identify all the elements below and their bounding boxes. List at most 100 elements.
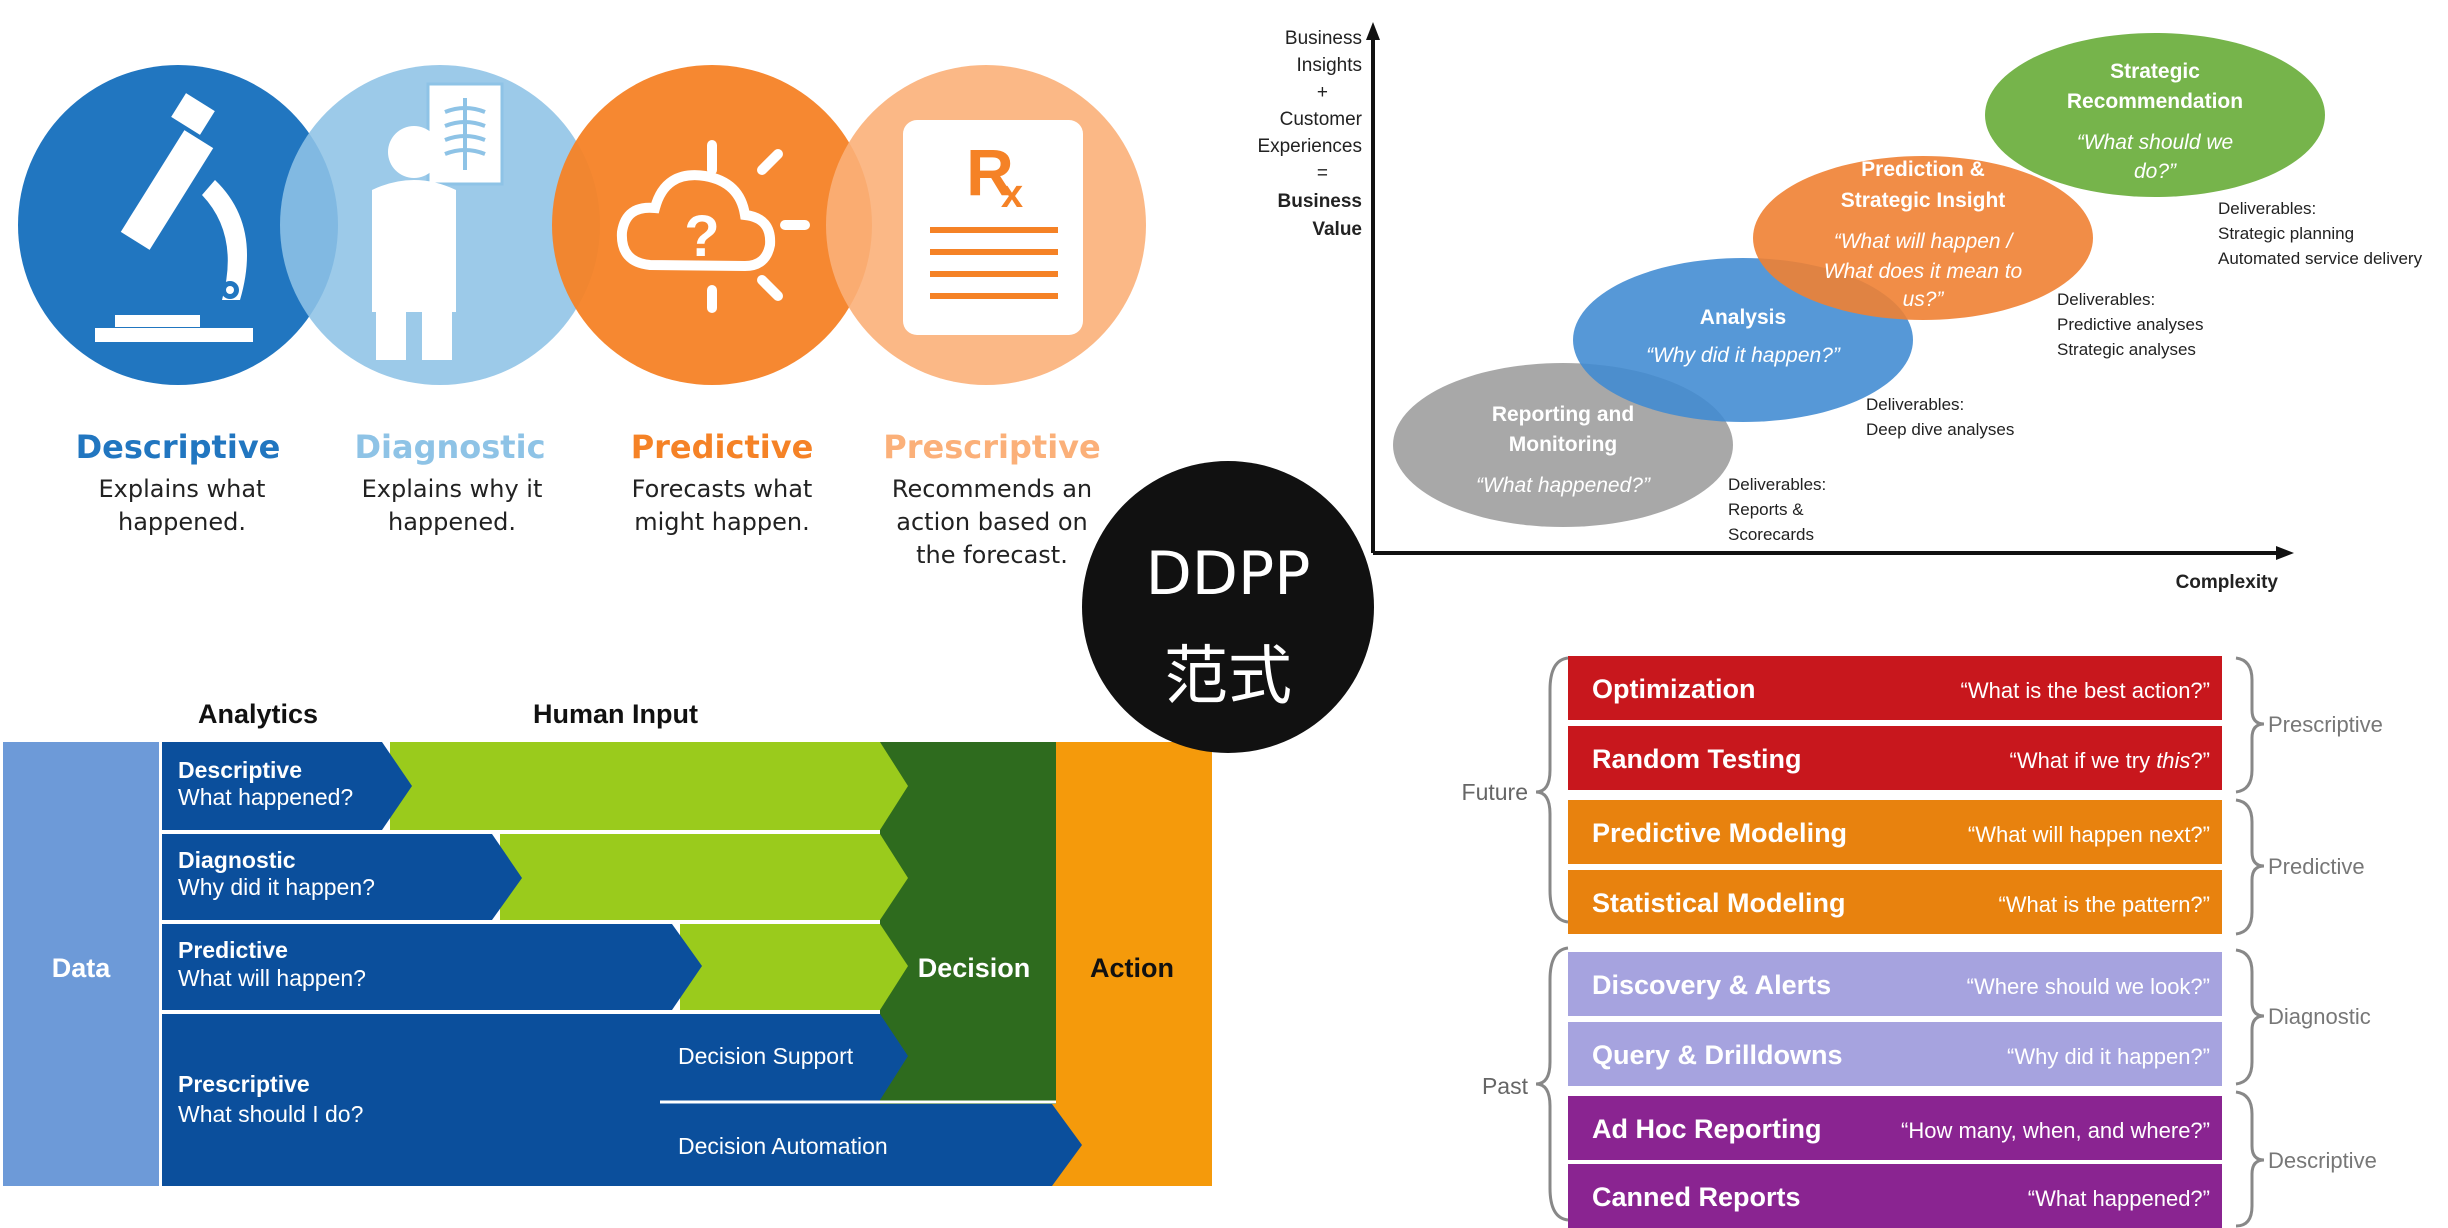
stage1-quote: “What happened?” xyxy=(1476,474,1651,497)
flow-prescriptive-question: What should I do? xyxy=(178,1101,363,1127)
badge-subtitle: 范式 xyxy=(1164,640,1292,714)
question-text: “Where should we look?” xyxy=(1967,974,2210,999)
flow-diagnostic-title: Diagnostic xyxy=(178,847,296,873)
question-text: “What is the pattern?” xyxy=(1998,892,2210,917)
question-text: “What will happen next?” xyxy=(1968,822,2210,847)
prescriptive-title: Prescriptive xyxy=(883,428,1100,466)
analytics-flow-panel: Analytics Human Input Action Decision Da… xyxy=(3,699,1212,1186)
stage3-deliverables-line3: Strategic analyses xyxy=(2057,340,2196,359)
diagnostic-category-label: Diagnostic xyxy=(2268,1004,2371,1029)
stage1-deliverables-line1: Deliverables: xyxy=(1728,475,1826,494)
capability-row xyxy=(1568,1022,2222,1086)
decision-label: Decision xyxy=(918,953,1031,983)
capability-question: “Why did it happen?” xyxy=(2007,1044,2210,1069)
capability-question: “What is the best action?” xyxy=(1961,678,2210,703)
descriptive-arrow xyxy=(162,742,412,830)
y-axis-label: Business Insights + Customer Experiences… xyxy=(1257,28,1362,240)
capability-name: Statistical Modeling xyxy=(1592,888,1846,918)
question-emphasis: this xyxy=(2156,748,2190,773)
svg-text:Business: Business xyxy=(1285,28,1362,49)
rx-glyph: R xyxy=(966,135,1014,209)
prediction-insight-ellipse xyxy=(1753,156,2093,320)
svg-text:=: = xyxy=(1317,163,1328,184)
diagnostic-desc-line2: happened. xyxy=(388,508,516,536)
prescriptive-arrow xyxy=(162,1014,1082,1186)
microscope-icon xyxy=(95,93,253,342)
prescriptive-desc-line1: Recommends an xyxy=(892,475,1092,503)
four-types-panel: ? R x Descriptive Explains what happened… xyxy=(18,65,1146,569)
capability-row xyxy=(1568,1096,2222,1160)
descriptive-desc-line2: happened. xyxy=(118,508,246,536)
stage3-quote-line3: us?” xyxy=(1903,288,1945,311)
flow-diagnostic-question: Why did it happen? xyxy=(178,874,375,900)
human-input-column-header: Human Input xyxy=(533,699,698,729)
action-block xyxy=(1052,742,1212,1186)
stage3-deliverables-line2: Predictive analyses xyxy=(2057,315,2203,334)
capability-name: Canned Reports xyxy=(1592,1182,1801,1212)
stage4-quote-line2: do?” xyxy=(2134,160,2177,183)
question-text: “What if we try xyxy=(2010,748,2157,773)
capability-question: “What will happen next?” xyxy=(1968,822,2210,847)
capability-name: Query & Drilldowns xyxy=(1592,1040,1843,1070)
descriptive-desc-line1: Explains what xyxy=(99,475,266,503)
capability-ladder-panel: Optimization“What is the best action?”Ra… xyxy=(1462,656,2383,1228)
flow-descriptive-title: Descriptive xyxy=(178,757,302,783)
prescriptive-desc-line2: action based on xyxy=(896,508,1087,536)
stage1-deliverables-line3: Scorecards xyxy=(1728,525,1814,544)
flow-prescriptive-title: Prescriptive xyxy=(178,1071,310,1097)
question-text: “How many, when, and where?” xyxy=(1901,1118,2210,1143)
capability-row xyxy=(1568,1164,2222,1228)
prescription-icon: R x xyxy=(903,120,1083,335)
data-label: Data xyxy=(52,953,112,983)
descriptive-circle xyxy=(18,65,338,385)
capability-name: Discovery & Alerts xyxy=(1592,970,1831,1000)
stage4-deliverables-line3: Automated service delivery xyxy=(2218,249,2423,268)
question-text-end: ?” xyxy=(2190,748,2210,773)
stage3-quote-line2: What does it mean to xyxy=(1824,260,2023,283)
stage3-deliverables-line1: Deliverables: xyxy=(2057,290,2155,309)
stage2-deliverables-line1: Deliverables: xyxy=(1866,395,1964,414)
question-mark-glyph: ? xyxy=(684,204,719,269)
stage3-quote-line1: “What will happen / xyxy=(1834,230,2015,253)
capability-name: Optimization xyxy=(1592,674,1756,704)
past-label: Past xyxy=(1482,1073,1529,1099)
prescriptive-desc-line3: the forecast. xyxy=(916,541,1068,569)
doctor-xray-icon xyxy=(372,82,504,360)
maturity-chart-panel: Business Insights + Customer Experiences… xyxy=(1257,22,2423,593)
capability-row xyxy=(1568,656,2222,720)
svg-text:x: x xyxy=(1001,172,1023,216)
flow-predictive-title: Predictive xyxy=(178,937,288,963)
capability-question: “What happened?” xyxy=(2028,1186,2210,1211)
capability-name: Predictive Modeling xyxy=(1592,818,1847,848)
capability-question: “What is the pattern?” xyxy=(1998,892,2210,917)
action-label: Action xyxy=(1090,953,1174,983)
capability-question: “How many, when, and where?” xyxy=(1901,1118,2210,1143)
flow-predictive-question: What will happen? xyxy=(178,965,366,991)
predictive-brace xyxy=(2235,798,2265,936)
stage4-quote-line1: “What should we xyxy=(2077,131,2233,154)
stage1-deliverables-line2: Reports & xyxy=(1728,500,1804,519)
capability-question: “Where should we look?” xyxy=(1967,974,2210,999)
predictive-title: Predictive xyxy=(631,428,814,466)
future-brace xyxy=(1535,656,1569,924)
predictive-category-label: Predictive xyxy=(2268,854,2365,879)
question-text: “Why did it happen?” xyxy=(2007,1044,2210,1069)
future-label: Future xyxy=(1462,779,1528,805)
diagnostic-arrow xyxy=(162,834,522,920)
stage4-title-line1: Strategic xyxy=(2110,60,2200,83)
descriptive-brace xyxy=(2235,1090,2265,1228)
decision-automation-label: Decision Automation xyxy=(678,1133,888,1159)
strategic-recommendation-ellipse xyxy=(1985,33,2325,197)
predictive-circle xyxy=(552,65,872,385)
diagnostic-desc-line1: Explains why it xyxy=(362,475,543,503)
descriptive-title: Descriptive xyxy=(76,428,281,466)
stage4-deliverables-line2: Strategic planning xyxy=(2218,224,2354,243)
descriptive-category-label: Descriptive xyxy=(2268,1148,2377,1173)
flow-descriptive-question: What happened? xyxy=(178,784,353,810)
capability-row xyxy=(1568,870,2222,934)
analytics-column-header: Analytics xyxy=(198,699,318,729)
human-input-band-1 xyxy=(390,742,908,830)
prescriptive-brace xyxy=(2235,656,2265,794)
x-axis-label: Complexity xyxy=(2176,572,2279,593)
